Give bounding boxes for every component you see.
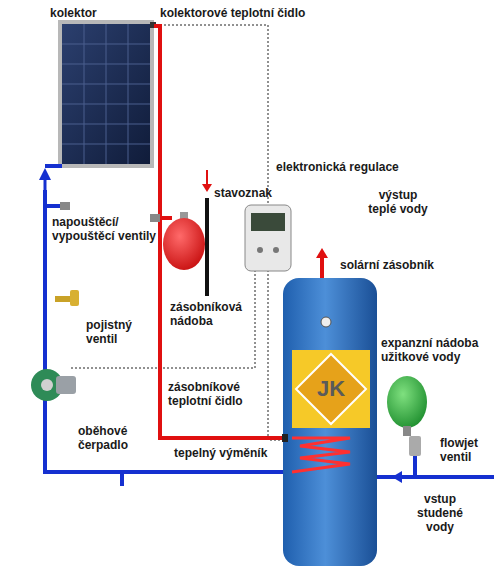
part-label: expanzní nádoba užitkové vody <box>381 336 491 364</box>
part-label: vstup studené vody <box>410 492 470 534</box>
part-label: tepelný výměník <box>174 446 284 460</box>
part-label: oběhové čerpadlo <box>78 424 150 452</box>
part-label: zásobníková nádoba <box>170 300 260 328</box>
part-label: kolektor <box>50 6 130 20</box>
part-label: zásobníkové teplotní čidlo <box>168 380 268 408</box>
part-label: stavoznak <box>214 186 294 200</box>
part-label: elektronická regulace <box>276 160 426 174</box>
part-label: flowjet ventil <box>440 436 500 464</box>
part-label: kolektorové teplotní čidlo <box>160 6 360 20</box>
part-label: výstup teplé vody <box>368 188 428 216</box>
part-label: solární zásobník <box>340 258 460 272</box>
part-label: pojistný ventil <box>86 318 148 346</box>
logo-text: JK <box>317 376 345 402</box>
part-label: napouštěcí/ vypouštěcí ventily <box>52 215 157 243</box>
logo-box: JK <box>292 350 370 428</box>
